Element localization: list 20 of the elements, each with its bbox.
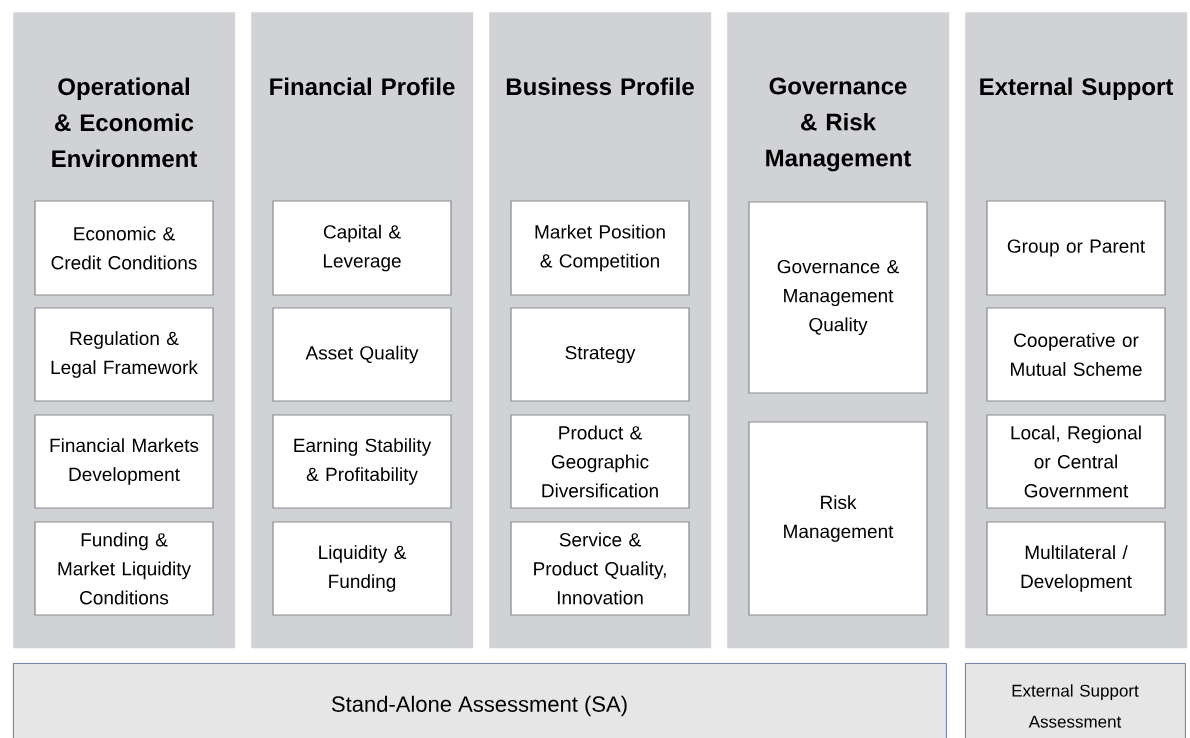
factor-box: Product & Geographic Diversification — [510, 414, 690, 509]
factor-box: Economic & Credit Conditions — [34, 200, 214, 296]
factor-box: Strategy — [510, 307, 690, 402]
factor-box: Asset Quality — [272, 307, 452, 402]
factor-box: Funding & Market Liquidity Conditions — [34, 521, 214, 616]
factor-box: Liquidity & Funding — [272, 521, 452, 616]
factor-box: Local, Regional or Central Government — [986, 414, 1166, 509]
factor-box: Earning Stability & Profitability — [272, 414, 452, 509]
factor-box: Cooperative or Mutual Scheme — [986, 307, 1166, 402]
factor-box: Group or Parent — [986, 200, 1166, 296]
factor-box: Financial Markets Development — [34, 414, 214, 509]
assessment-bar: Stand-Alone Assessment (SA) — [13, 663, 947, 738]
assessment-bar: External Support Assessment — [965, 663, 1186, 738]
factor-box: Governance & Management Quality — [748, 201, 928, 394]
factor-box: Regulation & Legal Framework — [34, 307, 214, 402]
factor-box: Multilateral / Development — [986, 521, 1166, 616]
factor-box: Service & Product Quality, Innovation — [510, 521, 690, 616]
factor-box: Risk Management — [748, 421, 928, 616]
factor-box: Market Position & Competition — [510, 200, 690, 296]
factor-box: Capital & Leverage — [272, 200, 452, 296]
